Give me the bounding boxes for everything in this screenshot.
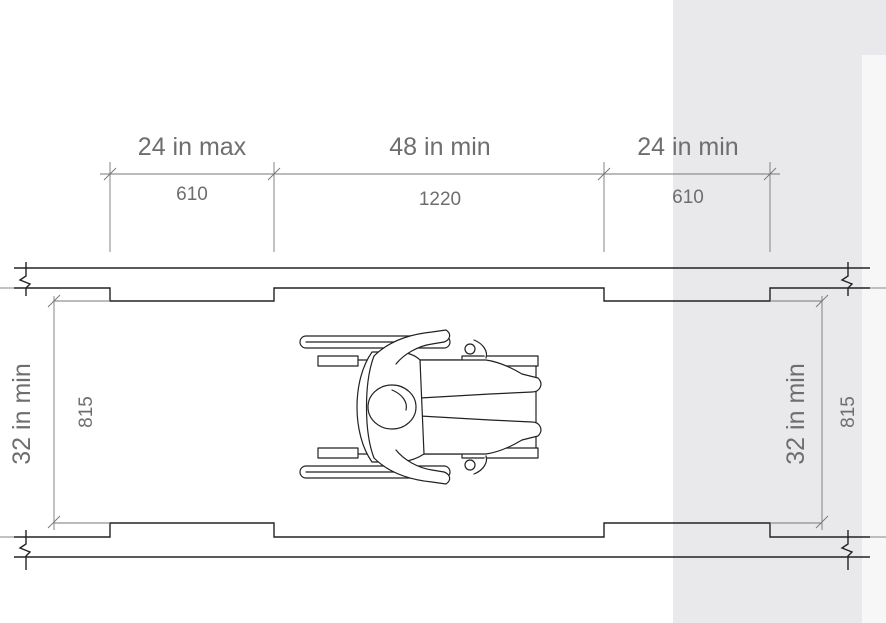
left-dimension-lines (47, 294, 110, 530)
dim-center-imperial: 48 in min (389, 133, 490, 161)
dim-right-metric: 610 (672, 187, 704, 208)
top-wall (0, 262, 886, 302)
right-side-imperial: 32 in min (782, 363, 810, 464)
right-side-metric: 815 (838, 396, 859, 428)
left-side-metric: 815 (76, 396, 97, 428)
dim-left-imperial: 24 in max (138, 133, 247, 161)
dim-right-imperial: 24 in min (637, 133, 738, 161)
left-side-imperial: 32 in min (8, 363, 36, 464)
top-dimension-lines (100, 162, 780, 252)
bottom-wall (0, 522, 886, 570)
dim-center-metric: 1220 (419, 189, 461, 210)
right-dimension-lines (770, 294, 829, 530)
panel-edge (862, 55, 886, 623)
shaded-panel (673, 0, 886, 623)
wheelchair-user-icon (299, 329, 542, 485)
dim-left-metric: 610 (176, 184, 208, 205)
